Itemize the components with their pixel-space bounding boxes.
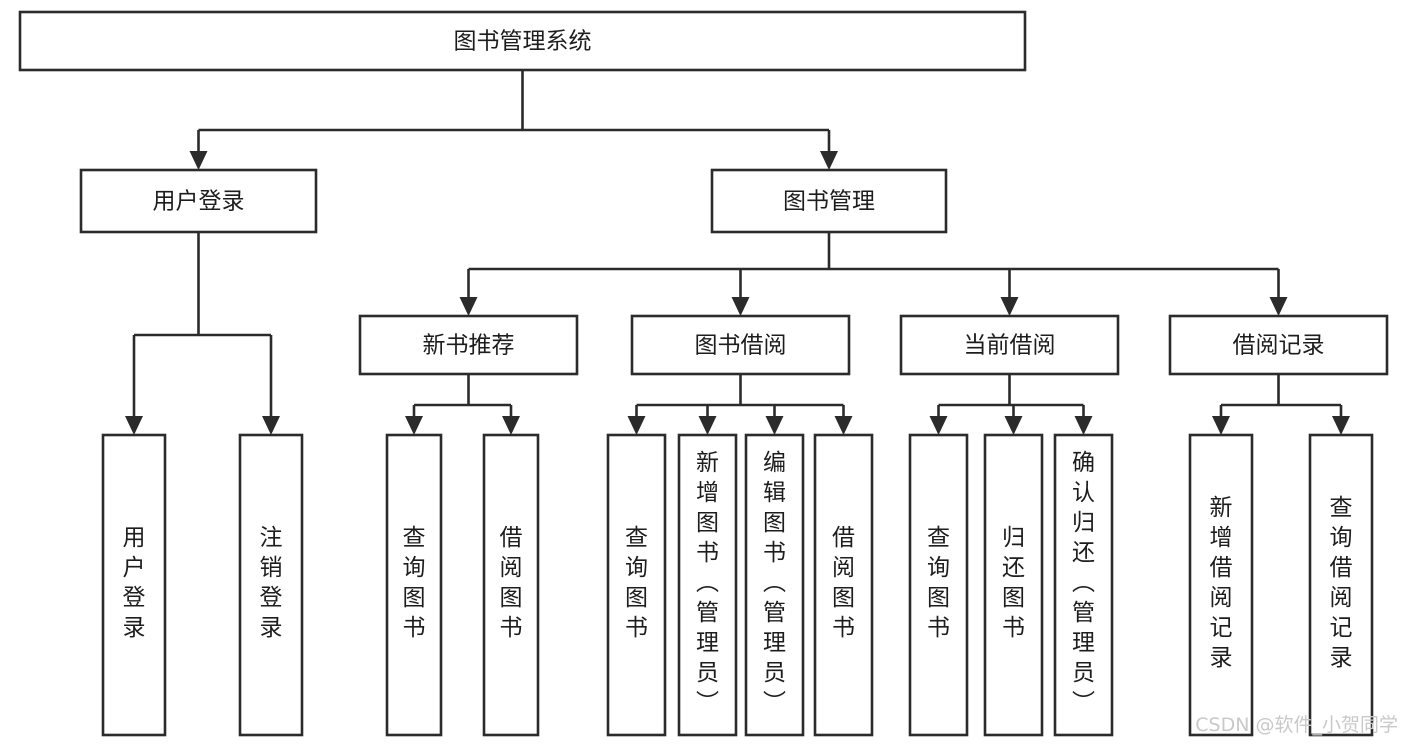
node-box-book-manage [710,168,948,234]
node-leaf-add-book[interactable]: 新增图书︵管理员︶ [677,433,738,737]
node-book-borrow[interactable]: 图书借阅 [630,314,851,376]
node-leaf-borrow-book-rec[interactable]: 借阅图书 [482,433,540,737]
arrow-head [1332,416,1350,435]
node-leaf-query-book-cur[interactable]: 查询图书 [908,433,969,737]
node-leaf-logout[interactable]: 注销登录 [238,433,304,737]
arrow-head [1000,297,1019,316]
node-label-leaf-add-book: 新增图书︵管理员︶ [696,450,719,716]
node-label-leaf-return-book: 归还图书 [1002,525,1025,641]
nodes-layer: 图书管理系统用户登录图书管理新书推荐图书借阅当前借阅借阅记录用户登录注销登录查询… [18,10,1389,737]
edge-group-root [189,70,838,170]
node-label-root: 图书管理系统 [454,29,592,55]
node-leaf-return-book[interactable]: 归还图书 [983,433,1044,737]
node-box-borrow-record [1168,314,1389,376]
node-label-current-borrow: 当前借阅 [964,333,1056,359]
node-box-leaf-borrow-book [813,433,874,737]
node-label-book-borrow: 图书借阅 [695,333,787,359]
node-box-leaf-return-book [983,433,1044,737]
node-leaf-query-record[interactable]: 查询借阅记录 [1308,433,1374,737]
node-box-leaf-edit-book [744,433,805,737]
arrow-head [262,416,280,435]
node-leaf-add-record[interactable]: 新增借阅记录 [1188,433,1254,737]
node-box-leaf-confirm-return [1053,433,1114,737]
node-box-leaf-logout [238,433,304,737]
node-user-login[interactable]: 用户登录 [79,168,318,234]
edge-group-new-book-rec [405,374,520,435]
arrow-head [125,416,143,435]
node-label-leaf-edit-book: 编辑图书︵管理员︶ [763,450,786,716]
node-box-new-book-rec [358,314,579,376]
node-leaf-query-book-borrow[interactable]: 查询图书 [606,433,667,737]
arrow-head [1074,416,1093,435]
arrow-head [1212,416,1230,435]
node-leaf-confirm-return[interactable]: 确认归还︵管理员︶ [1053,433,1114,737]
node-box-leaf-add-book [677,433,738,737]
arrow-head [502,416,520,435]
edge-group-book-manage [459,232,1288,316]
node-leaf-user-login[interactable]: 用户登录 [101,433,167,737]
arrow-head [834,416,853,435]
node-label-leaf-confirm-return: 确认归还︵管理员︶ [1072,450,1095,716]
node-label-leaf-borrow-book: 借阅图书 [832,525,855,641]
node-label-leaf-query-book-cur: 查询图书 [927,525,950,641]
node-label-leaf-add-record: 新增借阅记录 [1210,495,1233,671]
connectors-layer [125,70,1350,435]
arrow-head [189,151,208,170]
node-box-leaf-query-record [1308,433,1374,737]
node-box-leaf-user-login [101,433,167,737]
node-label-leaf-query-book-borrow: 查询图书 [625,525,648,641]
node-box-current-borrow [899,314,1120,376]
node-box-leaf-borrow-book-rec [482,433,540,737]
node-label-leaf-query-book-rec: 查询图书 [403,525,426,641]
arrow-head [820,151,838,170]
node-leaf-query-book-rec[interactable]: 查询图书 [385,433,443,737]
node-box-leaf-query-book-rec [385,433,443,737]
edge-group-book-borrow [627,374,853,435]
edge-group-current-borrow [929,374,1093,435]
arrow-head [627,416,646,435]
node-new-book-rec[interactable]: 新书推荐 [358,314,579,376]
node-label-leaf-logout: 注销登录 [260,525,283,641]
node-label-borrow-record: 借阅记录 [1233,333,1325,359]
arrow-head [1269,297,1288,316]
arrow-head [459,297,478,316]
node-borrow-record[interactable]: 借阅记录 [1168,314,1389,376]
node-book-manage[interactable]: 图书管理 [710,168,948,234]
node-box-leaf-query-book-borrow [606,433,667,737]
node-box-book-borrow [630,314,851,376]
arrow-head [765,416,784,435]
node-leaf-edit-book[interactable]: 编辑图书︵管理员︶ [744,433,805,737]
arrow-head [929,416,948,435]
node-label-leaf-user-login: 用户登录 [123,525,146,641]
node-box-user-login [79,168,318,234]
node-label-leaf-borrow-book-rec: 借阅图书 [500,525,523,641]
edge-group-user-login [125,232,280,435]
node-label-leaf-query-record: 查询借阅记录 [1330,495,1353,671]
node-root[interactable]: 图书管理系统 [18,10,1027,72]
arrow-head [698,416,717,435]
node-leaf-borrow-book[interactable]: 借阅图书 [813,433,874,737]
arrow-head [1004,416,1023,435]
node-current-borrow[interactable]: 当前借阅 [899,314,1120,376]
edge-group-borrow-record [1212,374,1350,435]
node-box-leaf-query-book-cur [908,433,969,737]
node-box-root [18,10,1027,72]
node-box-leaf-add-record [1188,433,1254,737]
arrow-head [731,297,750,316]
arrow-head [405,416,423,435]
csdn-watermark: CSDN @软件_小贺同学 [1195,714,1398,736]
node-label-user-login: 用户登录 [153,189,245,215]
node-label-book-manage: 图书管理 [783,189,875,215]
node-label-new-book-rec: 新书推荐 [423,333,515,359]
